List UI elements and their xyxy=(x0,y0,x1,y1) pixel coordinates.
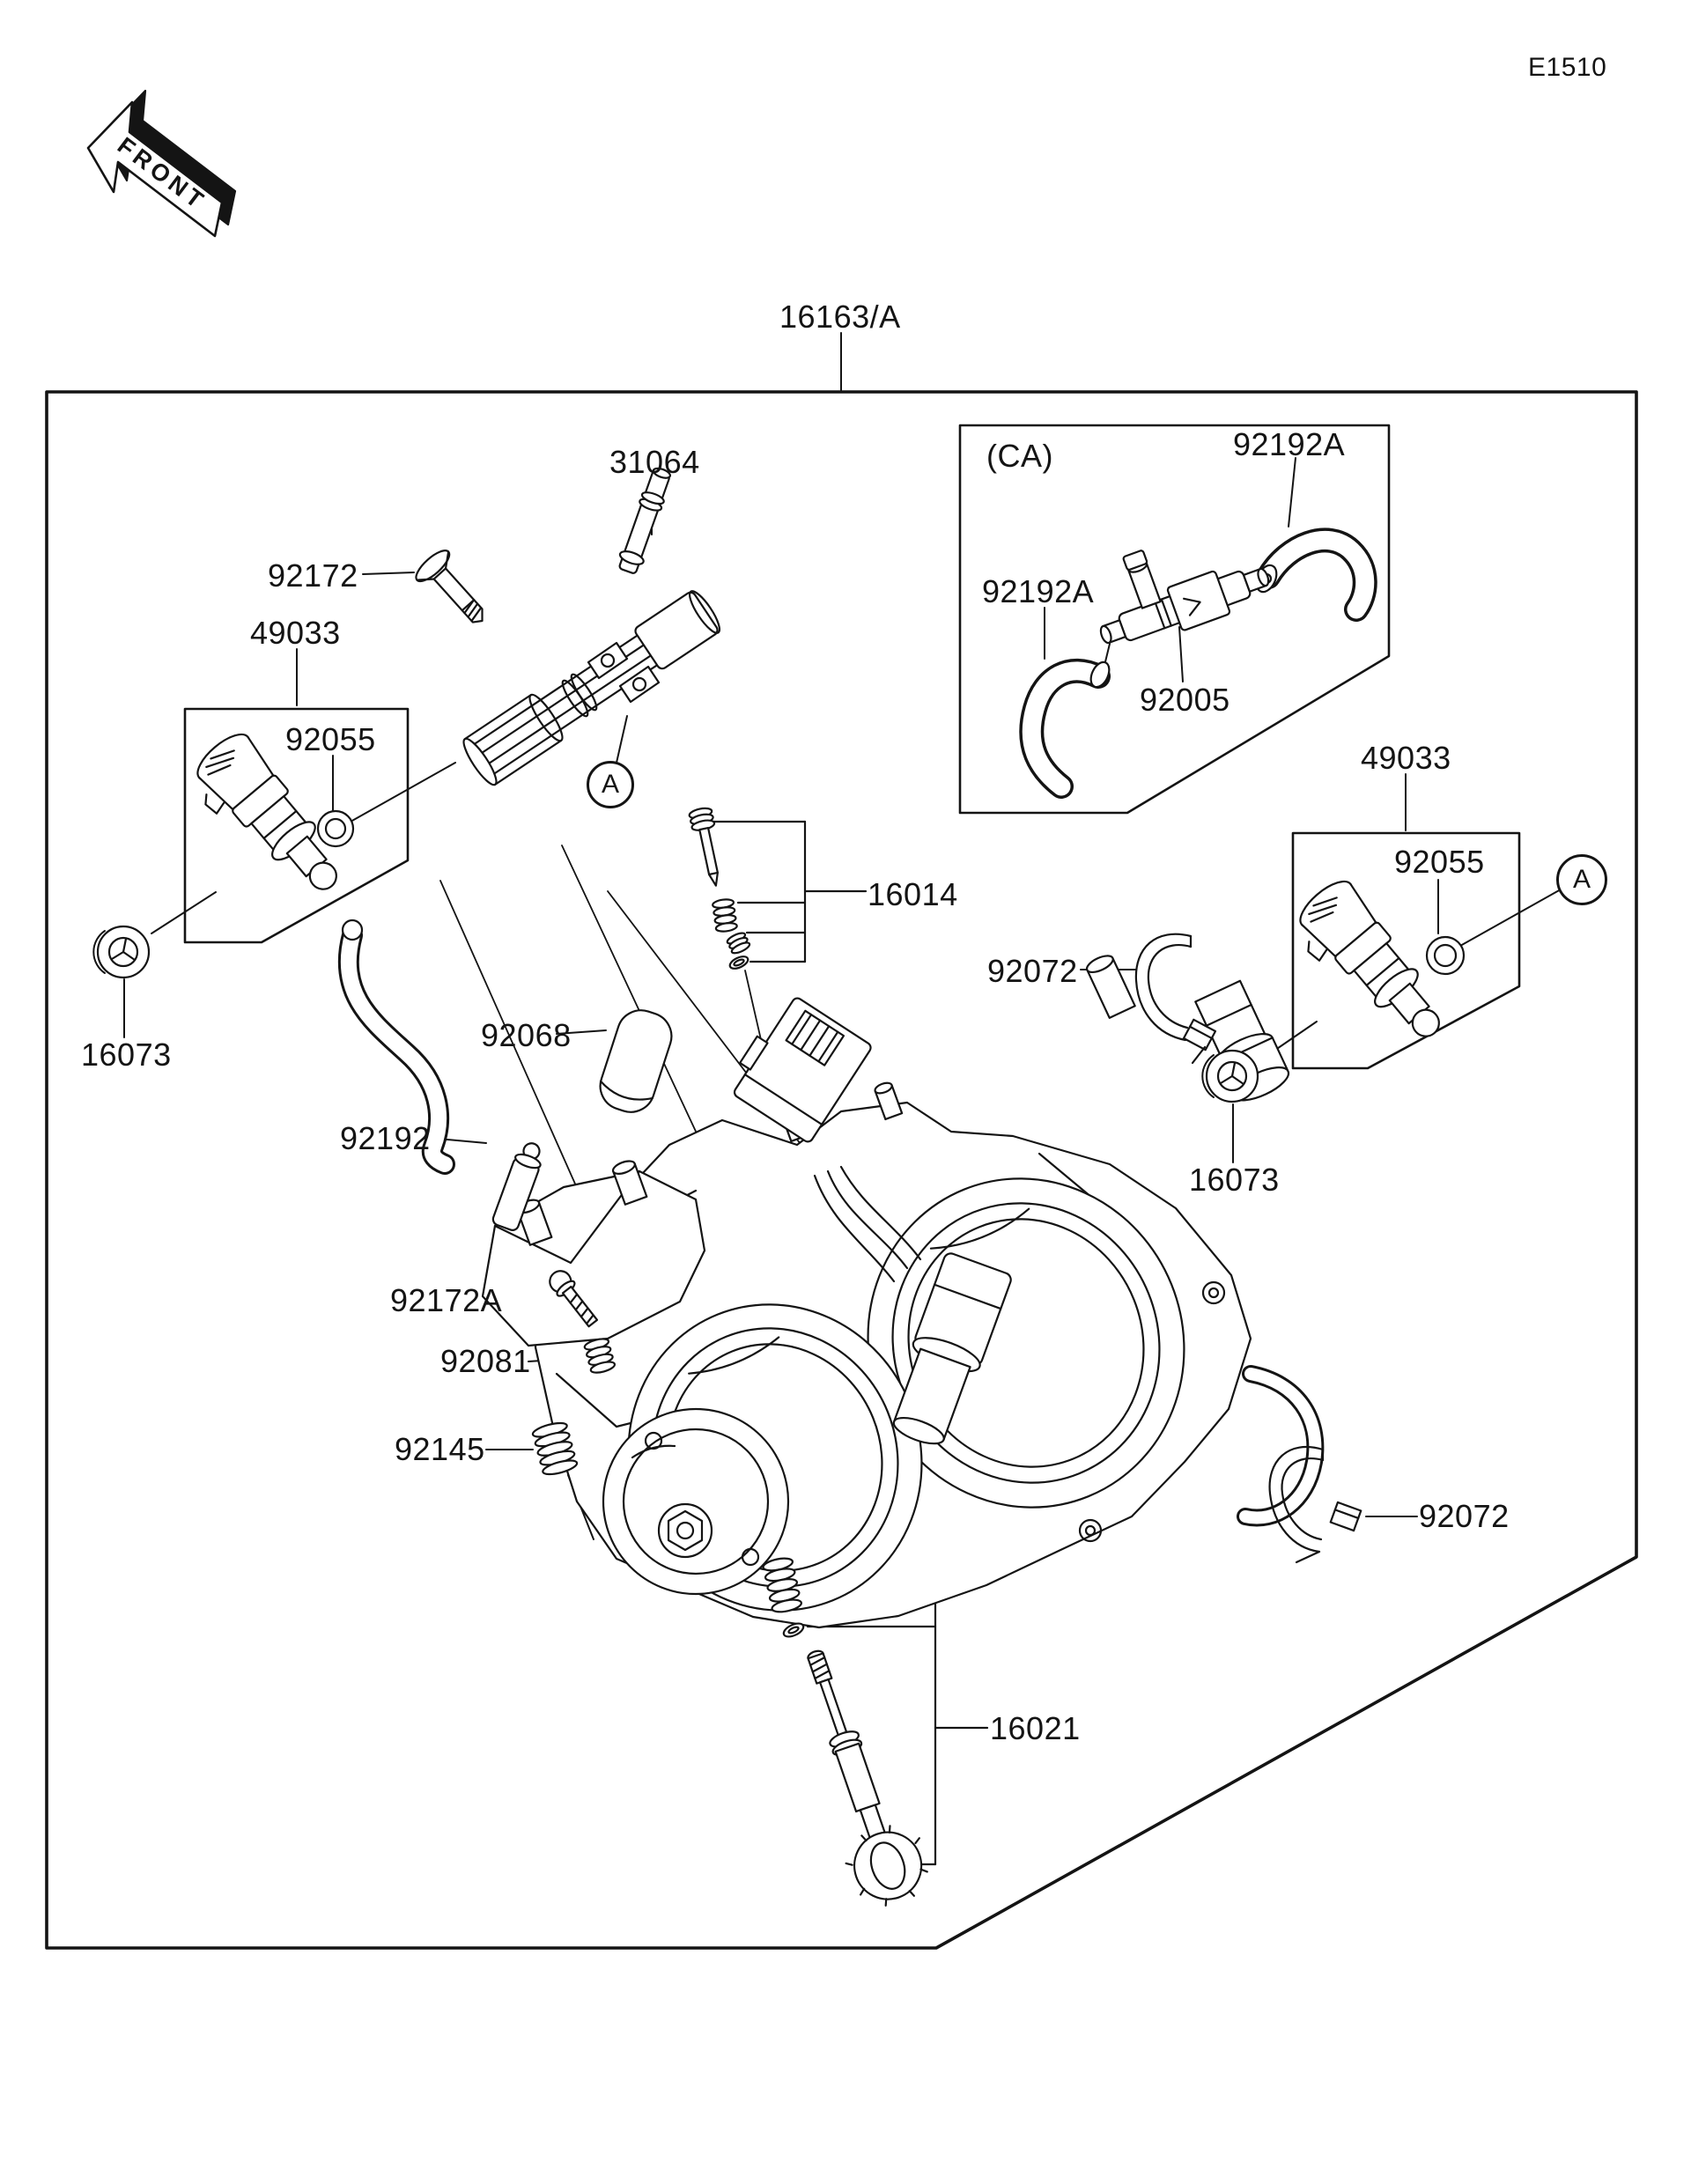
cable-tie-lower xyxy=(1270,1447,1362,1562)
injector-right xyxy=(1284,874,1458,1061)
part-label-49033-left: 49033 xyxy=(250,615,341,651)
part-label-16014: 16014 xyxy=(868,876,958,912)
front-arrow xyxy=(88,91,235,236)
part-label-49033-right: 49033 xyxy=(1361,740,1451,776)
hose-92192 xyxy=(343,920,547,1232)
part-label-92072-lower: 92072 xyxy=(1419,1498,1510,1534)
part-label-92005: 92005 xyxy=(1140,682,1230,718)
screw-92172a xyxy=(545,1266,601,1330)
cable-tie-upper xyxy=(1136,934,1215,1063)
spring-92081 xyxy=(584,1337,617,1375)
rubber-cap-92068 xyxy=(594,1004,678,1118)
air-screw-16014 xyxy=(689,807,751,971)
part-label-16073-right: 16073 xyxy=(1189,1162,1280,1198)
part-label-92192a-left: 92192A xyxy=(982,573,1095,609)
throttle-body xyxy=(483,953,1315,1655)
spring-92145 xyxy=(531,1420,578,1477)
grommet-left xyxy=(93,926,149,978)
sensor-stack xyxy=(882,1251,1013,1452)
part-label-92055-left: 92055 xyxy=(285,721,376,757)
part-label-92081: 92081 xyxy=(440,1343,531,1379)
part-label-92192a-top: 92192A xyxy=(1233,426,1346,462)
part-label-92055-right: 92055 xyxy=(1394,844,1485,880)
part-label-16021: 16021 xyxy=(990,1710,1081,1746)
upper-bracket xyxy=(483,1159,705,1346)
part-label-31064: 31064 xyxy=(609,444,700,480)
view-marker-a-right: A xyxy=(1556,854,1607,905)
page-code: E1510 xyxy=(1528,53,1607,82)
tps-disc xyxy=(603,1409,788,1594)
injector-left-box xyxy=(185,709,408,942)
right-bracket xyxy=(1245,1374,1315,1518)
bracket-16014 xyxy=(705,822,866,962)
part-label-92192: 92192 xyxy=(340,1120,431,1156)
view-marker-a-left: A xyxy=(587,761,634,808)
oring-right xyxy=(1427,937,1464,974)
part-label-92172a: 92172A xyxy=(390,1282,503,1318)
part-label-92145: 92145 xyxy=(395,1431,485,1467)
diagram-title-label: 16163/A xyxy=(779,299,901,335)
sensor-connector xyxy=(724,991,920,1281)
part-label-ca: (CA) xyxy=(986,438,1053,474)
ca-inset-box xyxy=(960,425,1389,813)
screw-92172 xyxy=(411,546,498,635)
injector-right-box xyxy=(1293,833,1519,1068)
grommet-right xyxy=(1202,1051,1258,1102)
right-port-bolt xyxy=(1084,953,1134,1018)
part-label-92072-upper: 92072 xyxy=(987,953,1078,989)
ca-parts xyxy=(1031,513,1365,786)
fuel-pipe-31064 xyxy=(616,465,675,575)
injector-left xyxy=(181,727,356,914)
part-label-92172: 92172 xyxy=(268,557,358,594)
fuel-rail xyxy=(459,465,724,788)
idle-screw-16021 xyxy=(762,1556,936,1914)
part-label-92068: 92068 xyxy=(481,1017,572,1053)
part-label-16073-left: 16073 xyxy=(81,1037,172,1073)
oring-left xyxy=(318,811,353,846)
outer-border xyxy=(47,392,1636,1948)
